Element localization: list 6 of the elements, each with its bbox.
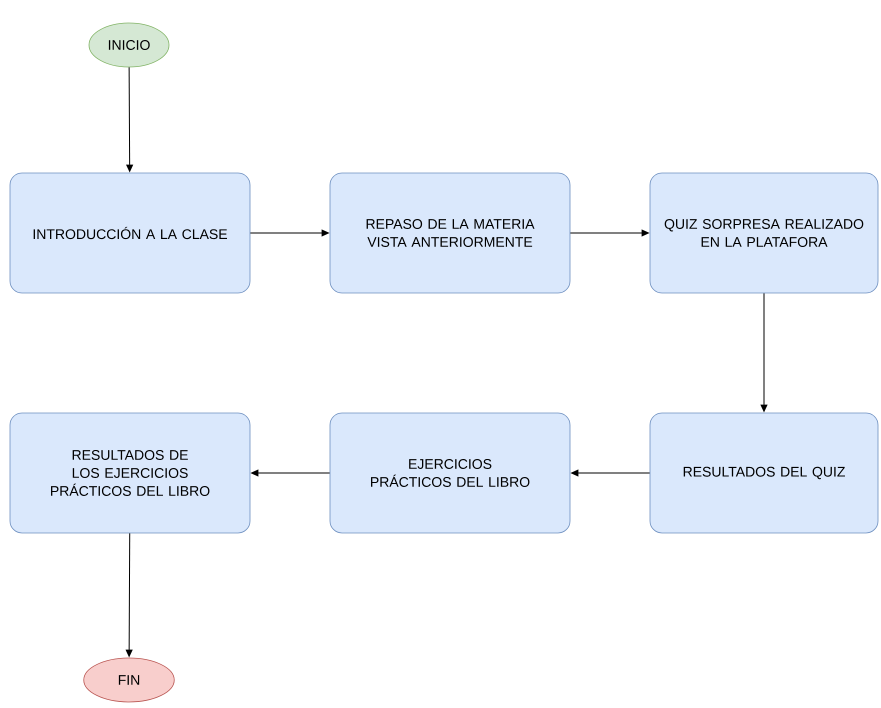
process-box: INTRODUCCIÓN A LA CLASE <box>10 172 250 294</box>
process-box: RESULTADOS DE LOS EJERCICIOS PRÁCTICOS DEL LIBRO <box>10 412 250 534</box>
process-box: QUIZ SORPRESA REALIZADO EN LA PLATAFORA <box>650 172 878 294</box>
process-box: REPASO DE LA MATERIA VISTA ANTERIORMENTE <box>330 172 570 294</box>
process-box: RESULTADOS DEL QUIZ <box>650 412 878 534</box>
process-box: EJERCICIOS PRÁCTICOS DEL LIBRO <box>330 412 570 534</box>
